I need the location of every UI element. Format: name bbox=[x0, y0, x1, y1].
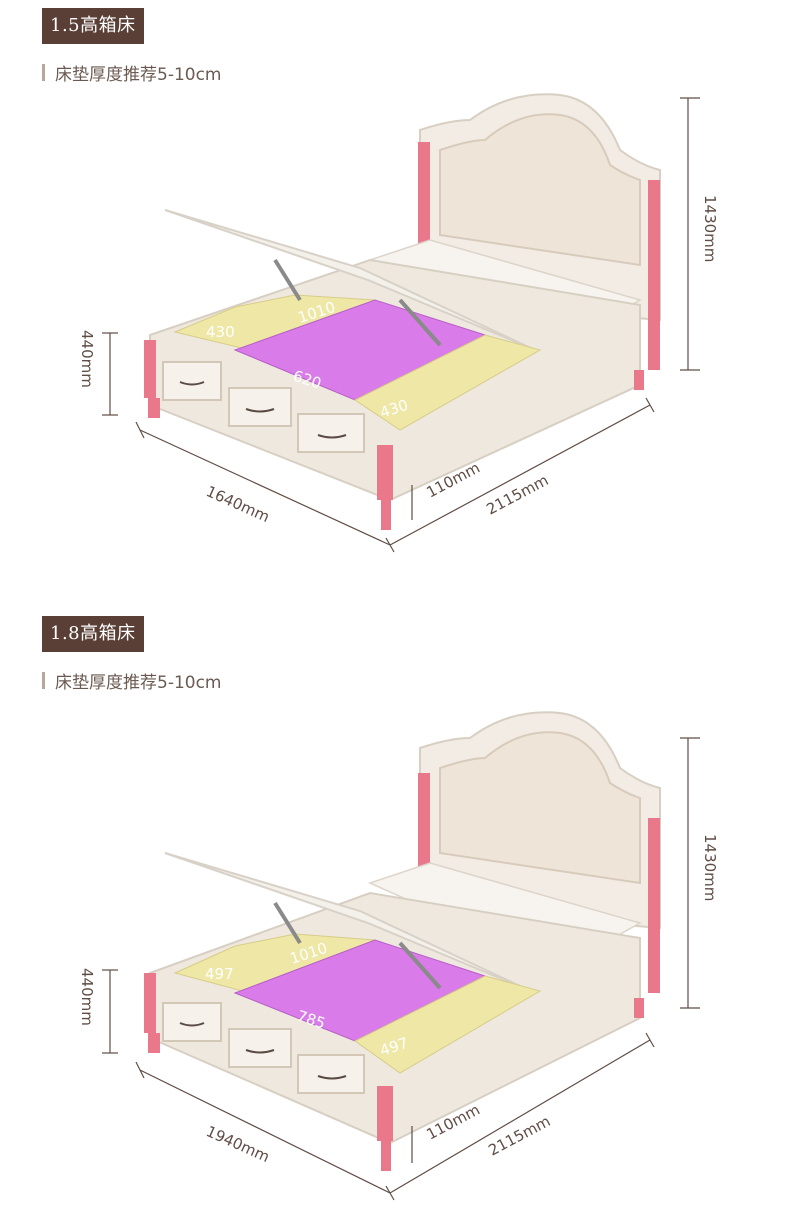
bed-section-1-5: 1.5高箱床 床垫厚度推荐5-10cm bbox=[0, 0, 790, 605]
section-title-tag: 1.8高箱床 bbox=[42, 616, 144, 652]
bed-dimension-diagram: 430 1010 620 430 1430mm 440mm 1640mm 211… bbox=[78, 93, 719, 553]
section-title-tag: 1.5高箱床 bbox=[42, 8, 144, 44]
storage-left-label: 497 bbox=[205, 965, 234, 983]
headboard bbox=[418, 711, 661, 993]
dim-height-total: 1430mm bbox=[701, 834, 719, 901]
dimension-lines bbox=[102, 97, 700, 553]
dimension-lines bbox=[102, 737, 700, 1201]
bed-dimension-diagram: 497 1010 785 497 1430mm 440mm 1940mm 211… bbox=[78, 711, 719, 1201]
storage-left bbox=[173, 294, 376, 351]
dim-width: 1640mm bbox=[203, 482, 272, 526]
storage-right bbox=[354, 975, 542, 1074]
accent-bar bbox=[42, 64, 45, 81]
mattress-note-text: 床垫厚度推荐5-10cm bbox=[55, 65, 222, 85]
dim-height-side: 440mm bbox=[78, 330, 96, 388]
storage-left bbox=[173, 933, 376, 994]
dim-length: 2115mm bbox=[483, 471, 551, 519]
dim-height-side: 440mm bbox=[78, 968, 96, 1026]
drawers bbox=[162, 1002, 365, 1094]
dim-length: 2115mm bbox=[485, 1112, 553, 1160]
mattress-recommendation: 床垫厚度推荐5-10cm bbox=[42, 60, 222, 85]
mattress-recommendation: 床垫厚度推荐5-10cm bbox=[42, 668, 222, 693]
dim-height-total: 1430mm bbox=[701, 195, 719, 262]
bed-posts bbox=[144, 340, 644, 530]
storage-left-label: 430 bbox=[206, 323, 235, 341]
storage-right bbox=[354, 334, 542, 431]
mattress-note-text: 床垫厚度推荐5-10cm bbox=[55, 673, 222, 693]
accent-bar bbox=[42, 672, 45, 689]
drawers bbox=[162, 361, 365, 453]
bed-posts bbox=[144, 973, 644, 1171]
dim-width: 1940mm bbox=[203, 1122, 272, 1166]
bed-section-1-8: 1.8高箱床 床垫厚度推荐5-10cm bbox=[0, 608, 790, 1213]
